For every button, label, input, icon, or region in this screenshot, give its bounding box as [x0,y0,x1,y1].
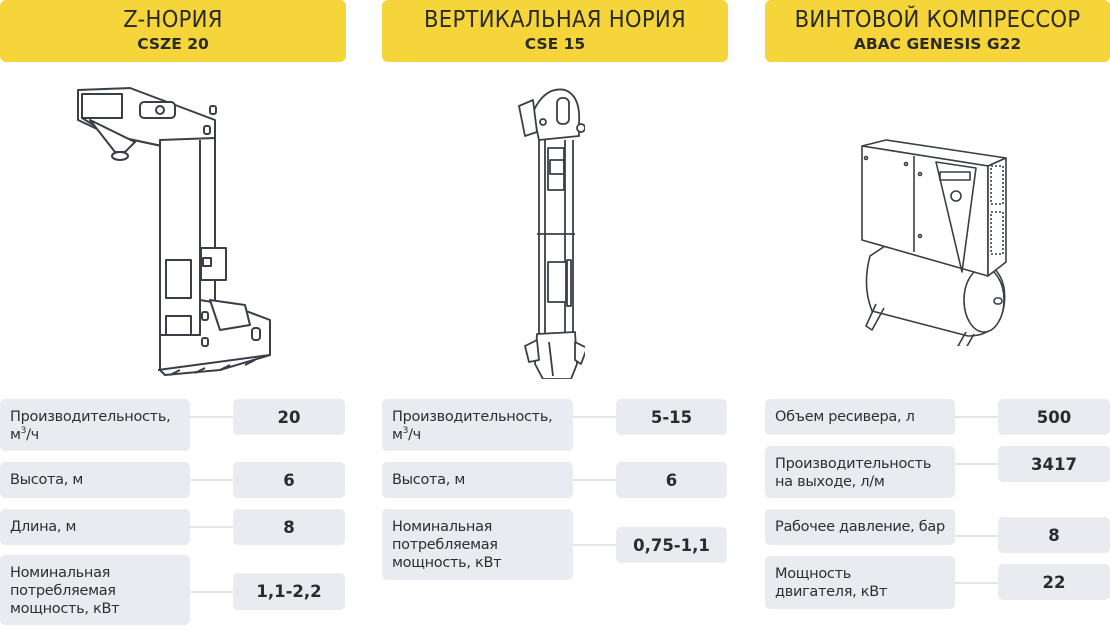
connector-line [190,526,233,528]
spec-label-working-pressure: Рабочее давление, бар [765,509,955,545]
spec-label-power: Номинальная потребляемая мощность, кВт [0,555,190,625]
spec-value-working-pressure: 8 [998,517,1110,553]
screw-compressor-illustration [861,139,1007,346]
product-header: ВИНТОВОЙ КОМПРЕССОР ABAC GENESIS G22 [765,0,1110,62]
z-bucket-elevator-illustration [77,87,271,376]
connector-line [190,479,233,481]
product-column-vertical-noria: ВЕРТИКАЛЬНАЯ НОРИЯ CSE 15 Производительн… [382,0,728,627]
product-column-screw-compressor: ВИНТОВОЙ КОМПРЕССОР ABAC GENESIS G22 Объ… [765,0,1110,627]
spec-value-length: 8 [233,509,345,545]
product-column-z-noria: Z-НОРИЯ CSZE 20 Производительн [0,0,346,627]
spec-label-power: Номинальная потребляемая мощность, кВт [382,509,573,580]
connector-line [955,582,998,584]
connector-line [573,544,616,546]
spec-value-height: 6 [233,462,345,498]
spec-label-height: Высота, м [382,462,573,498]
spec-value-power: 0,75-1,1 [616,527,727,563]
spec-label-output-capacity: Производительность на выходе, л/м [765,446,955,498]
product-title: Z-НОРИЯ [123,7,223,33]
vertical-bucket-elevator-illustration [518,88,585,379]
connector-line [955,463,998,465]
product-header: ВЕРТИКАЛЬНАЯ НОРИЯ CSE 15 [382,0,728,62]
spec-label-capacity: Производительность, м3/ч [0,399,190,451]
product-model: CSE 15 [524,35,586,53]
spec-label-capacity: Производительность, м3/ч [382,399,573,451]
product-title: ВЕРТИКАЛЬНАЯ НОРИЯ [424,7,686,33]
spec-value-capacity: 20 [233,399,345,435]
connector-line [955,535,998,537]
spec-value-output-capacity: 3417 [998,446,1110,482]
spec-value-power: 1,1-2,2 [233,573,345,610]
product-model: ABAC GENESIS G22 [853,35,1022,53]
connector-line [573,416,616,418]
connector-line [955,416,998,418]
connector-line [573,479,616,481]
spec-label-height: Высота, м [0,462,190,498]
spec-value-receiver-volume: 500 [998,399,1110,435]
spec-value-capacity: 5-15 [616,399,727,435]
product-header: Z-НОРИЯ CSZE 20 [0,0,346,62]
spec-value-height: 6 [616,462,727,498]
spec-label-receiver-volume: Объем ресивера, л [765,399,955,435]
product-title: ВИНТОВОЙ КОМПРЕССОР [794,7,1081,33]
product-model: CSZE 20 [137,35,209,53]
spec-label-length: Длина, м [0,509,190,545]
spec-value-motor-power: 22 [998,564,1110,600]
connector-line [190,591,233,593]
connector-line [190,416,233,418]
spec-label-motor-power: Мощность двигателя, кВт [765,556,955,609]
